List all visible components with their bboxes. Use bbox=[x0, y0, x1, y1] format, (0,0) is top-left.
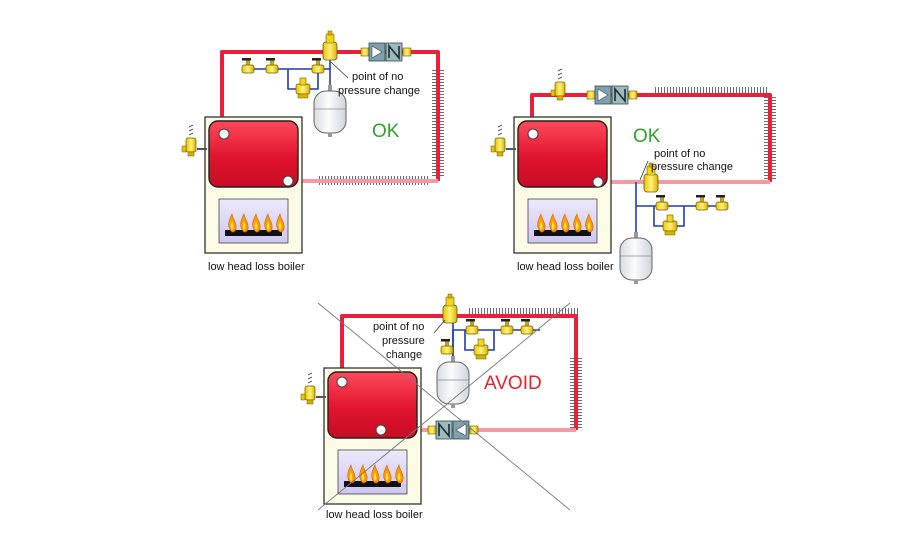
expansion-tank-icon bbox=[619, 231, 653, 285]
boiler-caption: low head loss boiler bbox=[326, 509, 423, 521]
note-no-pressure-change: point of no bbox=[373, 321, 424, 333]
expansion-tank-icon bbox=[436, 355, 470, 409]
circulator-pump-icon bbox=[360, 42, 412, 62]
panel-1: point of no pressure change OK low head … bbox=[181, 30, 444, 273]
note-no-pressure-change-line3: change bbox=[386, 349, 422, 361]
note-no-pressure-change: point of no bbox=[654, 148, 705, 160]
boiler-caption: low head loss boiler bbox=[517, 261, 614, 273]
note-no-pressure-change-line2: pressure bbox=[382, 335, 425, 347]
pressure-relief-valve-icon bbox=[300, 372, 316, 405]
boiler bbox=[323, 367, 422, 505]
panel-2: point of no pressure change OK low head … bbox=[490, 68, 776, 285]
verdict-avoid: AVOID bbox=[484, 373, 542, 394]
air-separator-icon bbox=[442, 293, 458, 324]
pressure-relief-valve-icon bbox=[550, 68, 566, 101]
baseboard-fin-tube-icon bbox=[468, 308, 580, 317]
isolation-valve-icon bbox=[715, 194, 729, 211]
cross-out-line bbox=[317, 302, 571, 511]
pressure-reducing-valve-icon bbox=[473, 338, 489, 360]
isolation-valve-icon bbox=[265, 57, 279, 74]
supply-pipe bbox=[340, 314, 578, 430]
note-no-pressure-change: point of no bbox=[352, 71, 403, 83]
note-no-pressure-change-line2: pressure change bbox=[651, 161, 733, 173]
baseboard-fin-tube-icon bbox=[655, 87, 767, 96]
isolation-valve-icon bbox=[520, 318, 534, 335]
panel-3: point of no pressure change AVOID low he… bbox=[300, 293, 582, 521]
supply-pipe bbox=[530, 93, 772, 182]
isolation-valve-icon bbox=[311, 57, 325, 74]
isolation-valve-icon bbox=[500, 318, 514, 335]
isolation-valve-icon bbox=[440, 338, 454, 355]
isolation-valve-icon bbox=[695, 194, 709, 211]
verdict-ok: OK bbox=[633, 126, 661, 147]
isolation-valve-icon bbox=[241, 57, 255, 74]
circulator-pump-icon bbox=[586, 85, 638, 105]
circulator-pump-icon bbox=[427, 420, 479, 440]
pressure-reducing-valve-icon bbox=[662, 214, 678, 236]
isolation-valve-icon bbox=[465, 318, 479, 335]
air-separator-icon bbox=[322, 30, 338, 61]
boiler-caption: low head loss boiler bbox=[208, 261, 305, 273]
note-no-pressure-change-line2: pressure change bbox=[338, 85, 420, 97]
verdict-ok: OK bbox=[372, 121, 400, 142]
pressure-relief-valve-icon bbox=[181, 124, 197, 157]
pressure-relief-valve-icon bbox=[490, 124, 506, 157]
pressure-reducing-valve-icon bbox=[295, 77, 311, 99]
isolation-valve-icon bbox=[655, 194, 669, 211]
